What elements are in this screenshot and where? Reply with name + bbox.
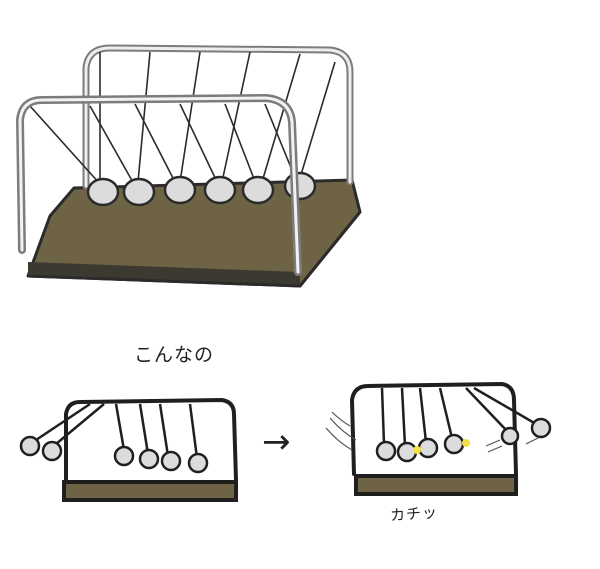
frame-left bbox=[64, 397, 238, 482]
ball bbox=[417, 437, 439, 459]
base-right bbox=[354, 474, 518, 496]
ball bbox=[86, 177, 120, 207]
ball bbox=[375, 440, 397, 462]
cradle-3d bbox=[15, 44, 362, 288]
ball bbox=[187, 452, 209, 474]
ball bbox=[163, 175, 197, 205]
cradle-resting bbox=[19, 397, 238, 502]
ball bbox=[530, 417, 552, 439]
ball bbox=[138, 448, 160, 470]
sound-effect-text: カチッ bbox=[389, 503, 439, 525]
arrow-right-icon: → bbox=[262, 422, 291, 462]
ball bbox=[122, 177, 156, 207]
frame-right bbox=[349, 381, 518, 476]
cradle-balls bbox=[86, 171, 317, 207]
ball bbox=[500, 426, 520, 446]
ball bbox=[113, 445, 135, 467]
impact-spark bbox=[413, 439, 470, 454]
ball bbox=[241, 175, 275, 205]
ball bbox=[443, 433, 465, 455]
ball bbox=[41, 440, 63, 462]
cradle-impact bbox=[325, 381, 552, 496]
ball bbox=[19, 435, 41, 457]
motion-lines bbox=[325, 411, 539, 453]
cradle-base-shadow bbox=[28, 262, 300, 286]
base-left bbox=[62, 480, 238, 502]
ball bbox=[396, 441, 418, 463]
cradle-strings bbox=[29, 51, 336, 187]
ball bbox=[160, 450, 182, 472]
back-frame bbox=[82, 44, 354, 190]
ball bbox=[203, 175, 237, 205]
ball bbox=[283, 171, 317, 201]
caption-text: こんなの bbox=[134, 344, 215, 366]
